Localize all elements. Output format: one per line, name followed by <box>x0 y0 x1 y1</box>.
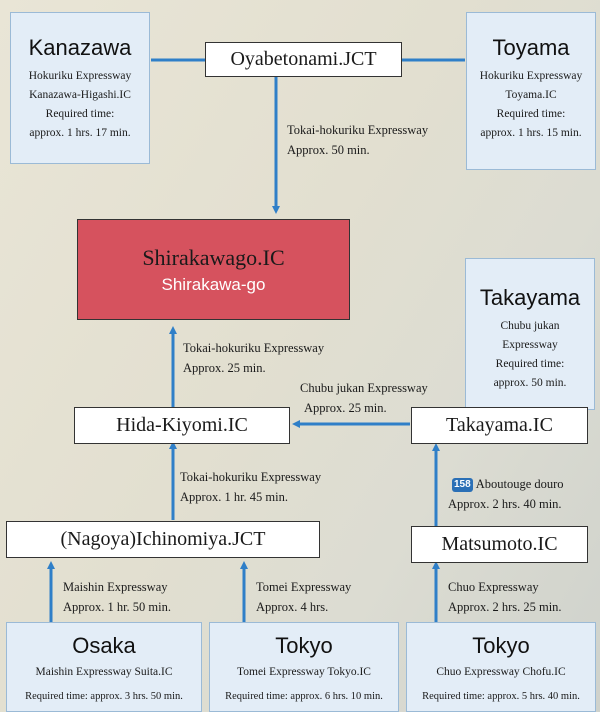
city-name: Osaka <box>72 633 136 658</box>
route-time: Approx. 1 hr. 50 min. <box>63 600 171 614</box>
route-label-osaka-ichinomiya: Maishin Expressway Approx. 1 hr. 50 min. <box>63 577 171 617</box>
city-detail: Kanazawa-Higashi.IC <box>29 89 131 101</box>
node-label: (Nagoya)Ichinomiya.JCT <box>60 528 266 550</box>
city-box-tokyo-chuo: Tokyo Chuo Expressway Chofu.IC Required … <box>406 622 596 712</box>
node-oyabetonami-jct: Oyabetonami.JCT <box>205 42 402 77</box>
node-matsumoto-ic: Matsumoto.IC <box>411 526 588 563</box>
city-detail: Required time: <box>495 358 565 370</box>
city-detail: approx. 1 hrs. 17 min. <box>29 127 131 139</box>
city-name: Toyama <box>492 35 570 60</box>
route-label-ichinomiya-hida: Tokai-hokuriku Expressway Approx. 1 hr. … <box>180 467 321 507</box>
city-detail: Required time: <box>45 108 115 120</box>
destination-village-label: Shirakawa-go <box>161 274 266 294</box>
city-box-osaka: Osaka Maishin Expressway Suita.IC Requir… <box>6 622 202 712</box>
route-label-tokyo-matsumoto: Chuo Expressway Approx. 2 hrs. 25 min. <box>448 577 562 617</box>
city-detail: Hokuriku Expressway <box>28 70 132 82</box>
destination-ic-label: Shirakawago.IC <box>142 244 285 270</box>
city-detail: Maishin Expressway Suita.IC <box>35 666 173 678</box>
node-takayama-ic: Takayama.IC <box>411 407 588 444</box>
route-time: Approx. 4 hrs. <box>256 600 329 614</box>
node-ichinomiya-jct: (Nagoya)Ichinomiya.JCT <box>6 521 320 558</box>
city-name: Tokyo <box>472 633 530 658</box>
destination-shirakawago: Shirakawago.IC Shirakawa-go <box>77 219 350 320</box>
city-detail: approx. 1 hrs. 15 min. <box>480 127 582 139</box>
route-road: Tokai-hokuriku Expressway <box>180 470 322 484</box>
route-time: Approx. 25 min. <box>183 361 266 375</box>
route-road: Aboutouge douro <box>475 477 564 491</box>
route-time: Approx. 50 min. <box>287 143 370 157</box>
route-road: Chubu jukan Expressway <box>300 381 428 395</box>
city-name: Tokyo <box>275 633 333 658</box>
city-detail: Chubu jukan <box>500 320 560 332</box>
route-time: Approx. 25 min. <box>304 401 387 415</box>
route-road: Maishin Expressway <box>63 580 168 594</box>
route-time: Approx. 1 hr. 45 min. <box>180 490 288 504</box>
city-detail: Required time: approx. 3 hrs. 50 min. <box>25 691 183 702</box>
node-label: Takayama.IC <box>446 414 553 436</box>
node-label: Oyabetonami.JCT <box>230 48 377 70</box>
route-label-tokyo-ichinomiya: Tomei Expressway Approx. 4 hrs. <box>256 577 351 617</box>
city-name: Takayama <box>479 285 581 310</box>
route-label-hida-shirakawago: Tokai-hokuriku Expressway Approx. 25 min… <box>183 338 324 378</box>
city-box-toyama: Toyama Hokuriku Expressway Toyama.IC Req… <box>466 12 596 170</box>
route-road: Chuo Expressway <box>448 580 539 594</box>
city-detail: Required time: <box>496 108 566 120</box>
city-detail: approx. 50 min. <box>493 377 567 389</box>
city-detail: Toyama.IC <box>505 89 557 101</box>
city-name: Kanazawa <box>28 35 132 60</box>
route-road: Tokai-hokuriku Expressway <box>287 123 429 137</box>
city-box-takayama: Takayama Chubu jukan Expressway Required… <box>465 258 595 410</box>
city-detail: Chuo Expressway Chofu.IC <box>436 666 566 678</box>
city-box-tokyo-tomei: Tokyo Tomei Expressway Tokyo.IC Required… <box>209 622 399 712</box>
route-158-badge-icon: 158 <box>452 478 473 492</box>
route-time: Approx. 2 hrs. 25 min. <box>448 600 562 614</box>
city-detail: Tomei Expressway Tokyo.IC <box>237 666 371 678</box>
city-box-kanazawa: Kanazawa Hokuriku Expressway Kanazawa-Hi… <box>10 12 150 164</box>
route-road: Tokai-hokuriku Expressway <box>183 341 325 355</box>
route-road: Tomei Expressway <box>256 580 352 594</box>
route-label-takayama-hida: Chubu jukan Expressway Approx. 25 min. <box>300 378 428 418</box>
node-label: Matsumoto.IC <box>441 533 558 555</box>
route-time: Approx. 2 hrs. 40 min. <box>448 497 562 511</box>
node-hida-kiyomi-ic: Hida-Kiyomi.IC <box>74 407 290 444</box>
city-detail: Required time: approx. 5 hrs. 40 min. <box>422 691 580 702</box>
city-detail: Hokuriku Expressway <box>479 70 583 82</box>
city-detail: Expressway <box>502 339 558 351</box>
node-label: Hida-Kiyomi.IC <box>116 414 248 436</box>
route-label-oyabetonami-shirakawago: Tokai-hokuriku Expressway Approx. 50 min… <box>287 120 428 160</box>
city-detail: Required time: approx. 6 hrs. 10 min. <box>225 691 383 702</box>
